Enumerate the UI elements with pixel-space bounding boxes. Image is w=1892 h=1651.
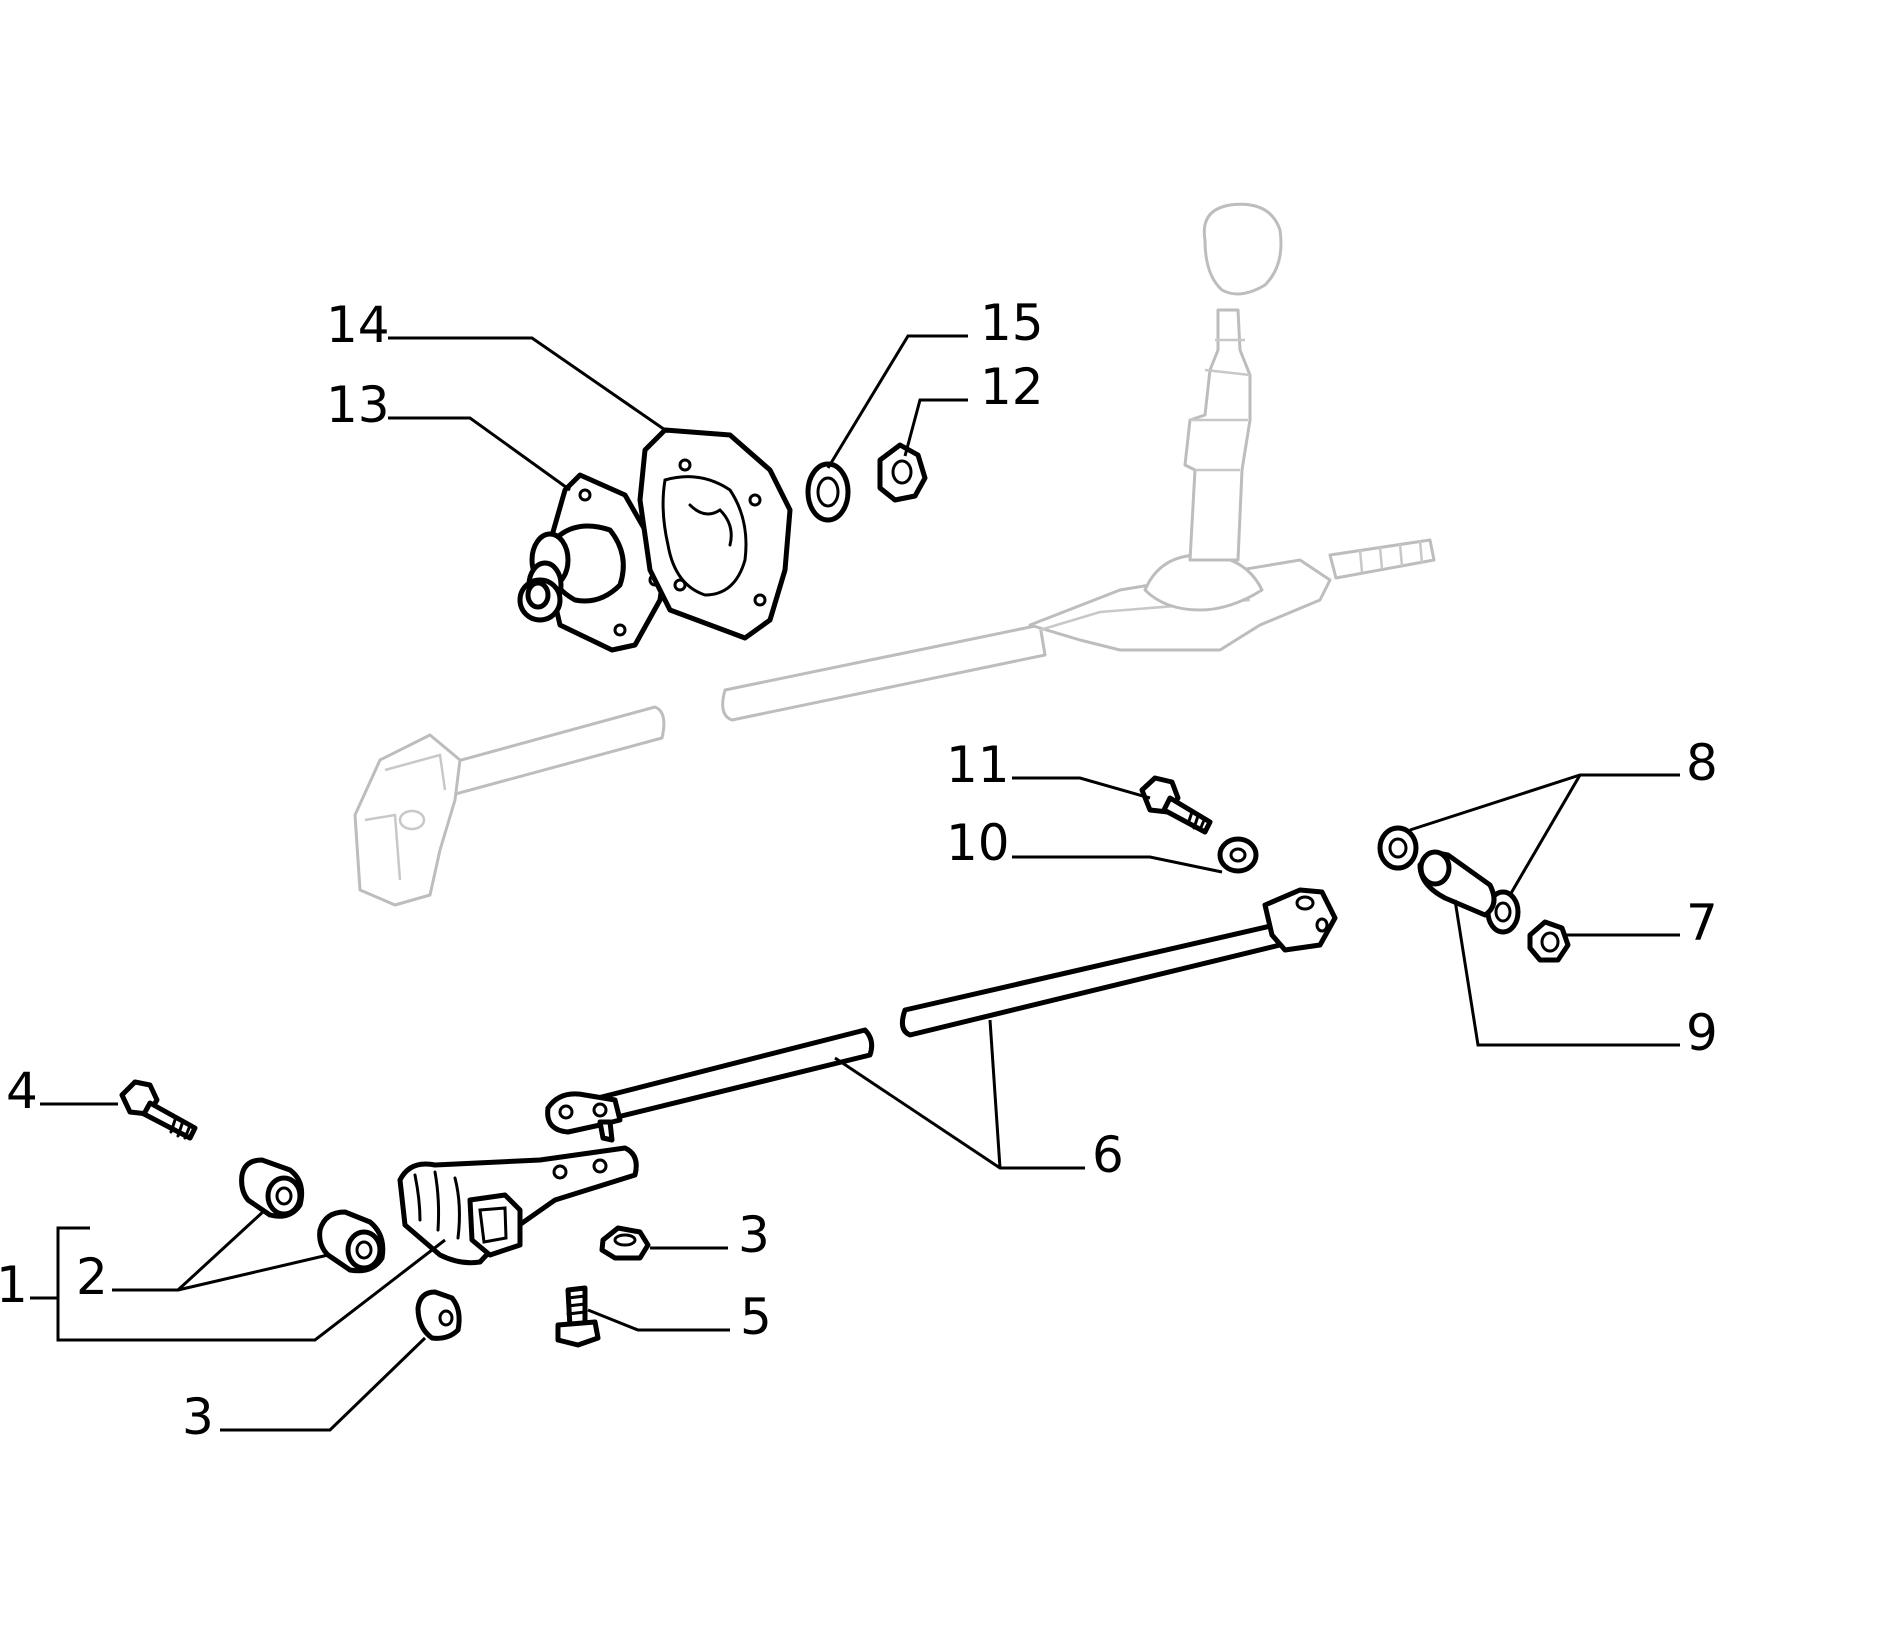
ghost-gear-knob — [1202, 202, 1283, 296]
callout-8: 8 — [1686, 734, 1718, 792]
callout-14: 14 — [326, 296, 390, 354]
part-5-bolt — [555, 1285, 601, 1348]
leader-8b — [1508, 774, 1582, 896]
part-14-gasket — [637, 427, 793, 641]
part-6-shift-rod — [545, 887, 1338, 1143]
part-7-nut — [1527, 919, 1571, 963]
leader-1-bracket — [56, 1226, 446, 1342]
leader-11 — [1012, 776, 1151, 800]
leader-10 — [1012, 855, 1223, 874]
leader-2b — [177, 1253, 329, 1292]
leader-14 — [388, 336, 669, 434]
callout-9: 9 — [1686, 1004, 1718, 1062]
part-4-bolt — [119, 1079, 198, 1141]
leader-8 — [1409, 773, 1680, 832]
callout-15: 15 — [980, 294, 1044, 352]
callout-3-lower: 3 — [182, 1388, 214, 1446]
leader-12 — [903, 398, 968, 457]
callout-2: 2 — [76, 1248, 108, 1306]
part-11-bolt — [1139, 775, 1213, 835]
part-8-washer-a — [1377, 825, 1419, 871]
callout-4: 4 — [6, 1062, 38, 1120]
leader-lines — [30, 334, 1680, 1432]
leader-15 — [826, 334, 968, 469]
callout-5: 5 — [740, 1288, 772, 1346]
leader-6 — [834, 1056, 1085, 1170]
leader-13 — [388, 416, 571, 492]
part-2-bushing-b — [317, 1209, 386, 1274]
part-3-nut-lower — [415, 1289, 462, 1341]
part-1-selector-lever — [397, 1145, 639, 1266]
ghost-lever-dome — [1143, 553, 1264, 612]
part-12-nut — [877, 442, 928, 503]
leader-6b — [988, 1019, 1002, 1169]
callout-3-upper: 3 — [738, 1206, 770, 1264]
ghost-bracket — [353, 733, 462, 907]
part-2-bushing-a — [239, 1157, 305, 1219]
callout-10: 10 — [946, 814, 1010, 872]
callout-6: 6 — [1092, 1126, 1124, 1184]
part-3-nut-upper — [599, 1225, 651, 1261]
leader-3-lower — [220, 1336, 427, 1432]
leader-9 — [1453, 899, 1680, 1047]
leader-2 — [112, 1208, 267, 1292]
callout-13: 13 — [326, 376, 390, 434]
ghost-lever-shaft — [1183, 308, 1252, 562]
part-10-washer — [1217, 836, 1259, 874]
part-13-shift-boot — [517, 472, 668, 653]
ghost-rod-right — [721, 623, 1047, 722]
part-9-bushing — [1417, 849, 1497, 918]
callout-7: 7 — [1686, 894, 1718, 952]
leader-5 — [587, 1308, 730, 1332]
part-15-washer — [805, 461, 851, 523]
callout-11: 11 — [946, 736, 1010, 794]
callout-labels: 14 13 15 12 11 10 8 7 9 6 3 5 4 2 3 1 — [0, 294, 1718, 1446]
ghost-gear-lever-assembly — [353, 202, 1436, 907]
callout-12: 12 — [980, 358, 1044, 416]
callout-1: 1 — [0, 1256, 28, 1314]
